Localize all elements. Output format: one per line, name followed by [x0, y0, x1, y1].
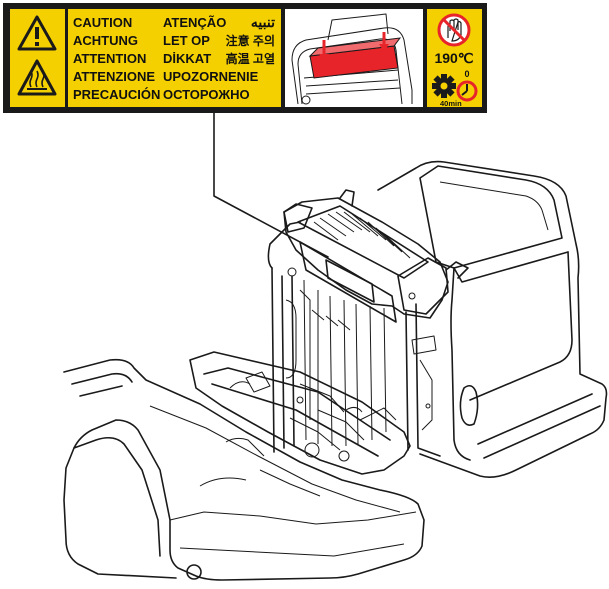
printer-body	[377, 160, 608, 478]
printer	[267, 160, 608, 478]
caution-text-sk: UPOZORNENIE	[163, 69, 259, 84]
caution-text-de: ACHTUNG	[73, 33, 138, 48]
inner-rollers	[299, 279, 387, 447]
transfer-unit	[189, 351, 411, 475]
gear-icon	[432, 74, 456, 98]
warning-label: CAUTION ACHTUNG ATTENTION ATTENZIONE PRE…	[3, 3, 487, 113]
temperature-value: 190℃	[434, 50, 473, 66]
caution-text-es: PRECAUCIÓN	[73, 87, 160, 102]
warning-icon	[17, 15, 57, 51]
front-cover-outline	[63, 358, 425, 581]
caution-text-tr: DİKKAT	[163, 51, 211, 66]
wait-time: 40min	[440, 99, 462, 108]
caution-text-it: ATTENZIONE	[73, 69, 155, 84]
caution-text-cjk: 注意 주의	[226, 33, 275, 48]
fuser-unit	[283, 189, 469, 323]
fuser-highlight	[308, 32, 402, 79]
label-leader-line	[213, 112, 329, 258]
no-touch-icon	[437, 13, 471, 47]
caution-text-pt: ATENÇÃO	[163, 15, 226, 30]
hot-surface-icon	[17, 59, 57, 96]
caution-text-nl: LET OP	[163, 33, 210, 48]
caution-text-ar: تنبيه	[251, 14, 275, 30]
fuser-illustration	[291, 13, 413, 105]
caution-text-fr: ATTENTION	[73, 51, 146, 66]
caution-text-ru: ОСТОРОЖНО	[163, 87, 250, 102]
fuser-ridges	[313, 211, 411, 259]
timer-icon	[456, 80, 478, 102]
hot-text-cjk: 高温 고열	[226, 51, 275, 66]
caution-text-en: CAUTION	[73, 15, 132, 30]
text-panel	[68, 9, 281, 107]
wait-number: 0	[464, 69, 469, 79]
front-cover	[63, 358, 425, 581]
